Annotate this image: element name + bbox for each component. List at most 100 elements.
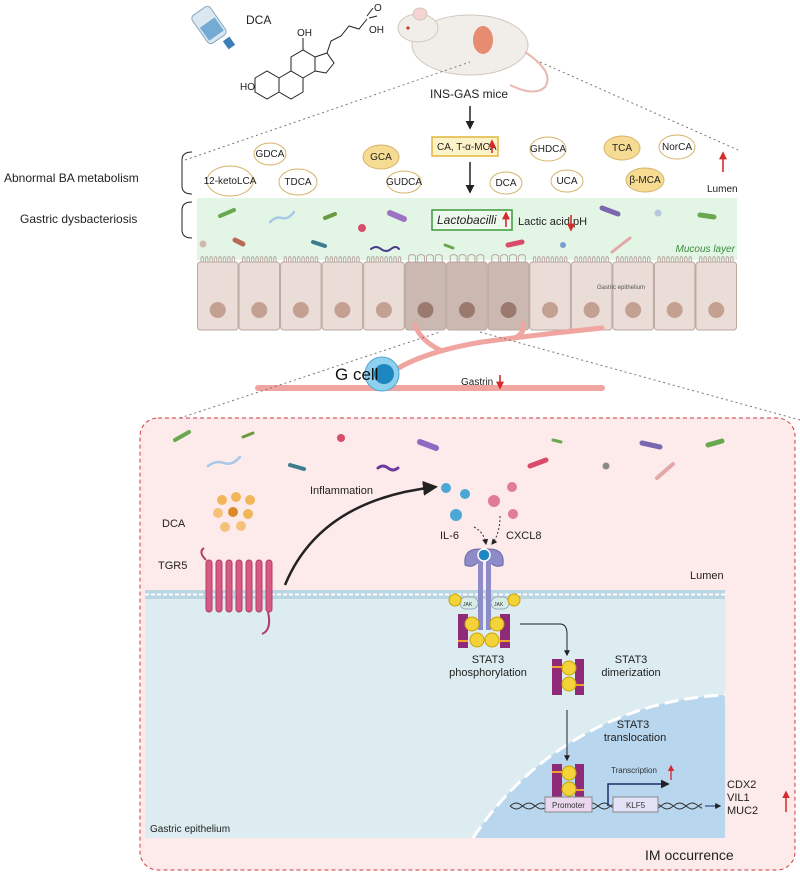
stat3-dim-label-2: dimerization <box>601 667 660 679</box>
zoom-guide-line <box>539 61 739 151</box>
tgr5-receptor-icon <box>200 547 273 635</box>
bracket <box>181 201 193 239</box>
dca-label: DCA <box>246 13 271 27</box>
dca-molecules-icon <box>213 492 255 532</box>
svg-text:GDCA: GDCA <box>256 149 285 160</box>
bile-acid-norca: NorCA <box>658 134 696 160</box>
dca-bottle-icon <box>191 5 236 50</box>
epithelial-cell <box>529 261 571 331</box>
inflammation-arrow <box>283 480 438 586</box>
molecule-o: O <box>374 3 382 14</box>
cell-nucleus <box>251 302 268 318</box>
microvilli <box>366 256 402 262</box>
stat3-phos-label-2: phosphorylation <box>449 667 527 679</box>
microvilli <box>698 256 734 262</box>
stat3-dim-label-1: STAT3 <box>615 654 648 666</box>
bile-acid-gca: GCA <box>362 144 400 170</box>
gastric-epithelial-cells <box>197 254 738 331</box>
microvilli <box>657 256 692 262</box>
tgr5-label: TGR5 <box>158 560 187 572</box>
zoom-guide-line <box>184 61 471 161</box>
nuclear-envelope <box>471 693 726 839</box>
epithelial-cell <box>570 261 613 331</box>
ca-t-alpha-mca-box: CA, T-α-MCA <box>431 136 499 157</box>
cell-nucleus <box>666 302 683 318</box>
svg-text:GCA: GCA <box>370 152 392 163</box>
dca-label-lower: DCA <box>162 518 186 530</box>
stat3-trans-label-1: STAT3 <box>617 719 650 731</box>
dotted-arrow <box>473 526 489 546</box>
stat3-dimer-icon <box>552 659 584 695</box>
molecule-oh-top: OH <box>297 28 312 39</box>
dimerization-arrow <box>520 623 570 657</box>
microvilli <box>615 256 651 262</box>
svg-text:β-MCA: β-MCA <box>629 175 661 186</box>
bile-acid-tca: TCA <box>603 135 641 161</box>
blood-vessels <box>255 321 605 391</box>
mucous-layer-label: Mucous layer <box>676 244 736 255</box>
mouse-icon <box>397 7 549 93</box>
svg-text:UCA: UCA <box>556 176 577 187</box>
cell-nucleus <box>459 302 475 318</box>
epithelial-cell <box>446 261 488 331</box>
stat3-phosphorylation-complex-icon <box>458 614 510 648</box>
lumen-label-lower: Lumen <box>690 570 724 582</box>
stat3-phos-label-1: STAT3 <box>472 654 505 666</box>
epithelial-cell <box>653 261 696 331</box>
bile-acid-gdca: GDCA <box>253 142 287 166</box>
bacteria-icons <box>199 205 717 254</box>
epithelial-cell <box>321 261 364 331</box>
gene-cdx2: CDX2 <box>727 779 756 791</box>
svg-text:DCA: DCA <box>495 178 516 189</box>
zoom-guide-line <box>479 331 800 421</box>
dysbacteriosis-label: Gastric dysbacteriosis <box>20 212 137 226</box>
mice-label: INS-GAS mice <box>430 87 508 101</box>
microvilli <box>283 256 319 262</box>
il6-receptor-icon <box>464 548 504 630</box>
gastric-epithelium-label-top: Gastric epithelium <box>597 285 645 291</box>
epithelial-cell <box>197 261 239 331</box>
g-cell-label: G cell <box>335 365 378 384</box>
lactic-acid-label: Lactic acid pH <box>518 216 587 228</box>
cell-nucleus <box>417 302 434 318</box>
cxcl8-molecules-icon <box>488 482 518 519</box>
il6-label: IL-6 <box>440 530 459 542</box>
epithelial-cell <box>238 261 281 331</box>
svg-text:JAK: JAK <box>463 602 473 608</box>
epithelial-cell <box>695 261 738 331</box>
ba-metabolism-label: Abnormal BA metabolism <box>4 171 139 185</box>
g-cell-icon <box>364 356 400 392</box>
bacteria-icons-lower <box>173 430 725 480</box>
cell-nucleus <box>708 302 725 318</box>
bile-acid-beta-mca: β-MCA <box>625 167 665 193</box>
bile-acid-gudca: GUDCA <box>386 170 422 194</box>
bracket <box>181 151 193 195</box>
bile-acid-dca: DCA <box>489 171 523 195</box>
svg-text:12-ketoLCA: 12-ketoLCA <box>204 176 257 187</box>
svg-text:Promoter: Promoter <box>552 801 585 810</box>
bile-acid-12-ketolca: 12-ketoLCA <box>204 165 257 197</box>
cell-nucleus <box>583 302 600 318</box>
bile-acid-uca: UCA <box>550 169 584 193</box>
molecule-ho: HO <box>240 82 255 93</box>
microvilli <box>200 256 236 262</box>
zoom-guide-line <box>179 331 441 419</box>
cell-nucleus <box>625 302 642 318</box>
microvilli <box>574 256 609 262</box>
epithelial-cell <box>280 261 322 331</box>
nucleus <box>473 695 725 838</box>
gastrin-label: Gastrin <box>461 377 493 388</box>
stat3-dimer-bound-icon <box>552 764 584 800</box>
cell-nucleus <box>542 302 559 318</box>
jak-icon: JAK JAK <box>448 593 521 610</box>
cell-nucleus <box>500 302 517 318</box>
klf5-gene-box: KLF5 <box>612 796 659 813</box>
svg-text:TDCA: TDCA <box>284 177 312 188</box>
molecule-oh-acid: OH <box>369 25 384 36</box>
gastric-epithelium-label: Gastric epithelium <box>150 824 230 835</box>
gene-vil1: VIL1 <box>727 792 750 804</box>
microvilli <box>532 256 568 262</box>
il6-molecules-icon <box>441 483 470 521</box>
